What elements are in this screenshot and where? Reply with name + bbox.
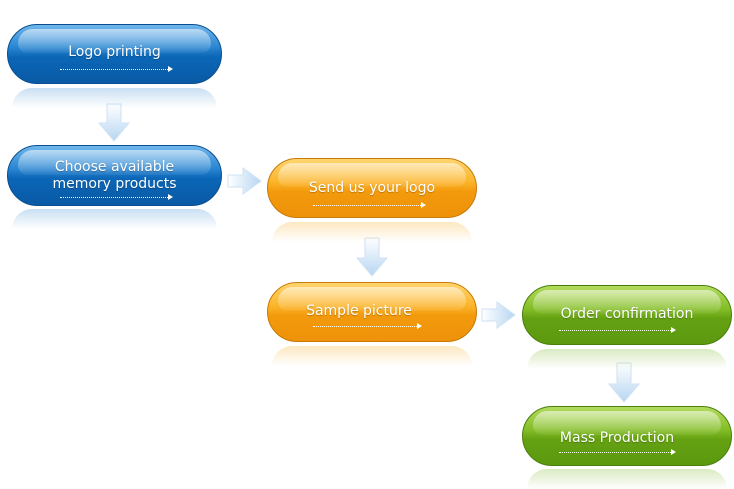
down-arrow-icon-2 — [355, 237, 389, 277]
arrow-tip-icon — [671, 327, 676, 333]
arrow-tip-icon — [417, 323, 422, 329]
step-label: Choose available memory products — [52, 159, 177, 192]
dotted-underline — [60, 69, 168, 70]
step-choose-products: Choose available memory products — [7, 145, 222, 206]
down-arrow-icon-1 — [97, 103, 131, 142]
step-label: Sample picture — [306, 303, 412, 319]
arrow-tip-icon — [168, 66, 173, 72]
dotted-underline — [313, 205, 421, 206]
step-sample-picture: Sample picture — [267, 282, 477, 342]
dotted-underline — [559, 452, 671, 453]
step-order-confirmation: Order confirmation — [522, 285, 732, 345]
dotted-underline — [60, 197, 168, 198]
step-label: Order confirmation — [560, 306, 694, 322]
down-arrow-icon-3 — [607, 362, 641, 403]
arrow-tip-icon — [421, 202, 426, 208]
dotted-underline — [559, 330, 671, 331]
step-logo-printing: Logo printing — [7, 24, 222, 84]
step-label: Mass Production — [559, 430, 675, 446]
right-arrow-icon-1 — [227, 167, 262, 195]
step-label: Logo printing — [68, 44, 161, 60]
arrow-tip-icon — [168, 194, 173, 200]
right-arrow-icon-2 — [481, 301, 516, 329]
step-label: Send us your logo — [308, 180, 436, 196]
step-mass-production: Mass Production — [522, 406, 732, 466]
arrow-tip-icon — [671, 449, 676, 455]
dotted-underline — [313, 326, 417, 327]
step-send-logo: Send us your logo — [267, 158, 477, 218]
